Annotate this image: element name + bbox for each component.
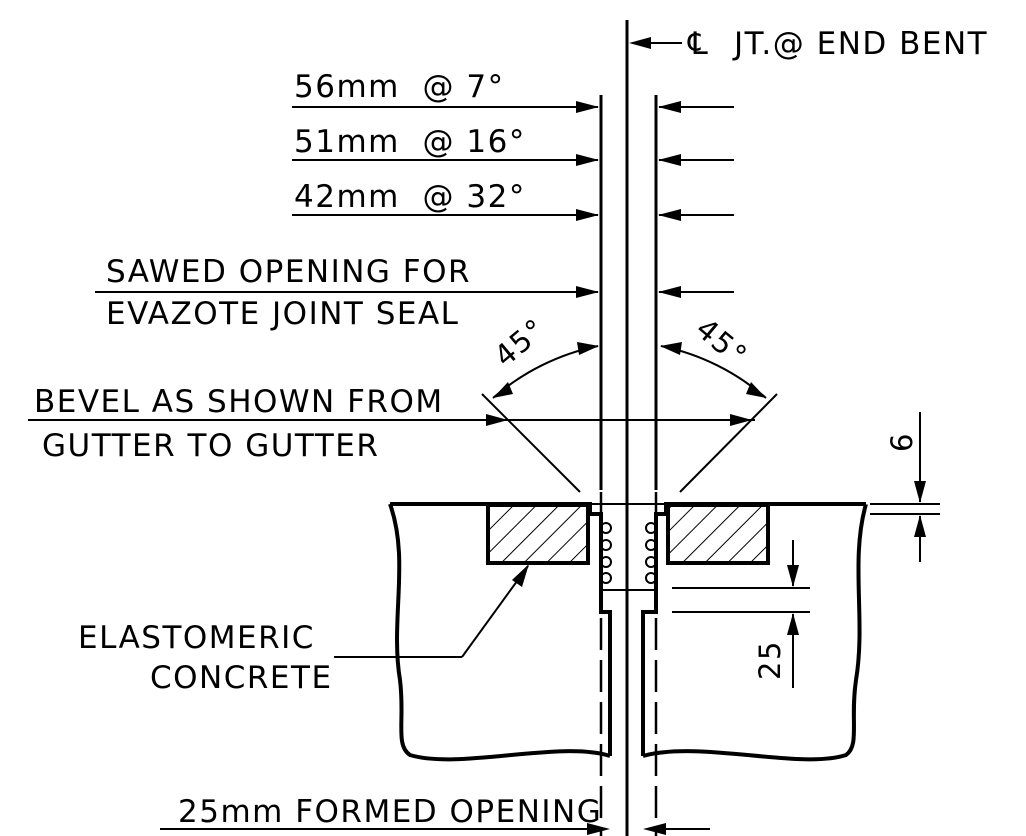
- elastomeric-leader: [334, 564, 529, 658]
- formed-opening-label: 25mm FORMED OPENING: [178, 794, 602, 830]
- dimension-6-label: 6: [885, 432, 919, 452]
- sawed-opening-label-line1: SAWED OPENING FOR: [106, 254, 471, 290]
- centerline-callout: ℄ JT.@ END BENT: [629, 26, 988, 62]
- centerline-label: JT.@ END BENT: [732, 26, 988, 62]
- width-label-51mm: 51mm @ 16°: [294, 124, 526, 160]
- width-label-42mm: 42mm @ 32°: [294, 179, 526, 215]
- bevel-label-line2: GUTTER TO GUTTER: [42, 428, 379, 464]
- elastomeric-label-line2: CONCRETE: [150, 660, 333, 696]
- formed-opening-leader: [160, 823, 710, 835]
- bevel-angle-geometry: [481, 342, 778, 493]
- opening-width-leaders: [95, 101, 734, 298]
- bevel-angle-right: 45°: [690, 311, 755, 373]
- dimension-6: [870, 412, 940, 562]
- elastomeric-label-line1: ELASTOMERIC: [78, 620, 315, 656]
- bevel-label-line1: BEVEL AS SHOWN FROM: [34, 384, 444, 420]
- joint-seal-coils: [600, 522, 657, 584]
- bevel-leader: [28, 414, 755, 426]
- dimension-25: [672, 540, 810, 688]
- sawed-opening-label-line2: EVAZOTE JOINT SEAL: [106, 296, 459, 332]
- centerline-symbol: ℄: [687, 26, 709, 62]
- dimension-25-label: 25: [753, 640, 787, 680]
- elastomeric-concrete-blocks: [486, 503, 770, 565]
- width-label-56mm: 56mm @ 7°: [294, 69, 505, 105]
